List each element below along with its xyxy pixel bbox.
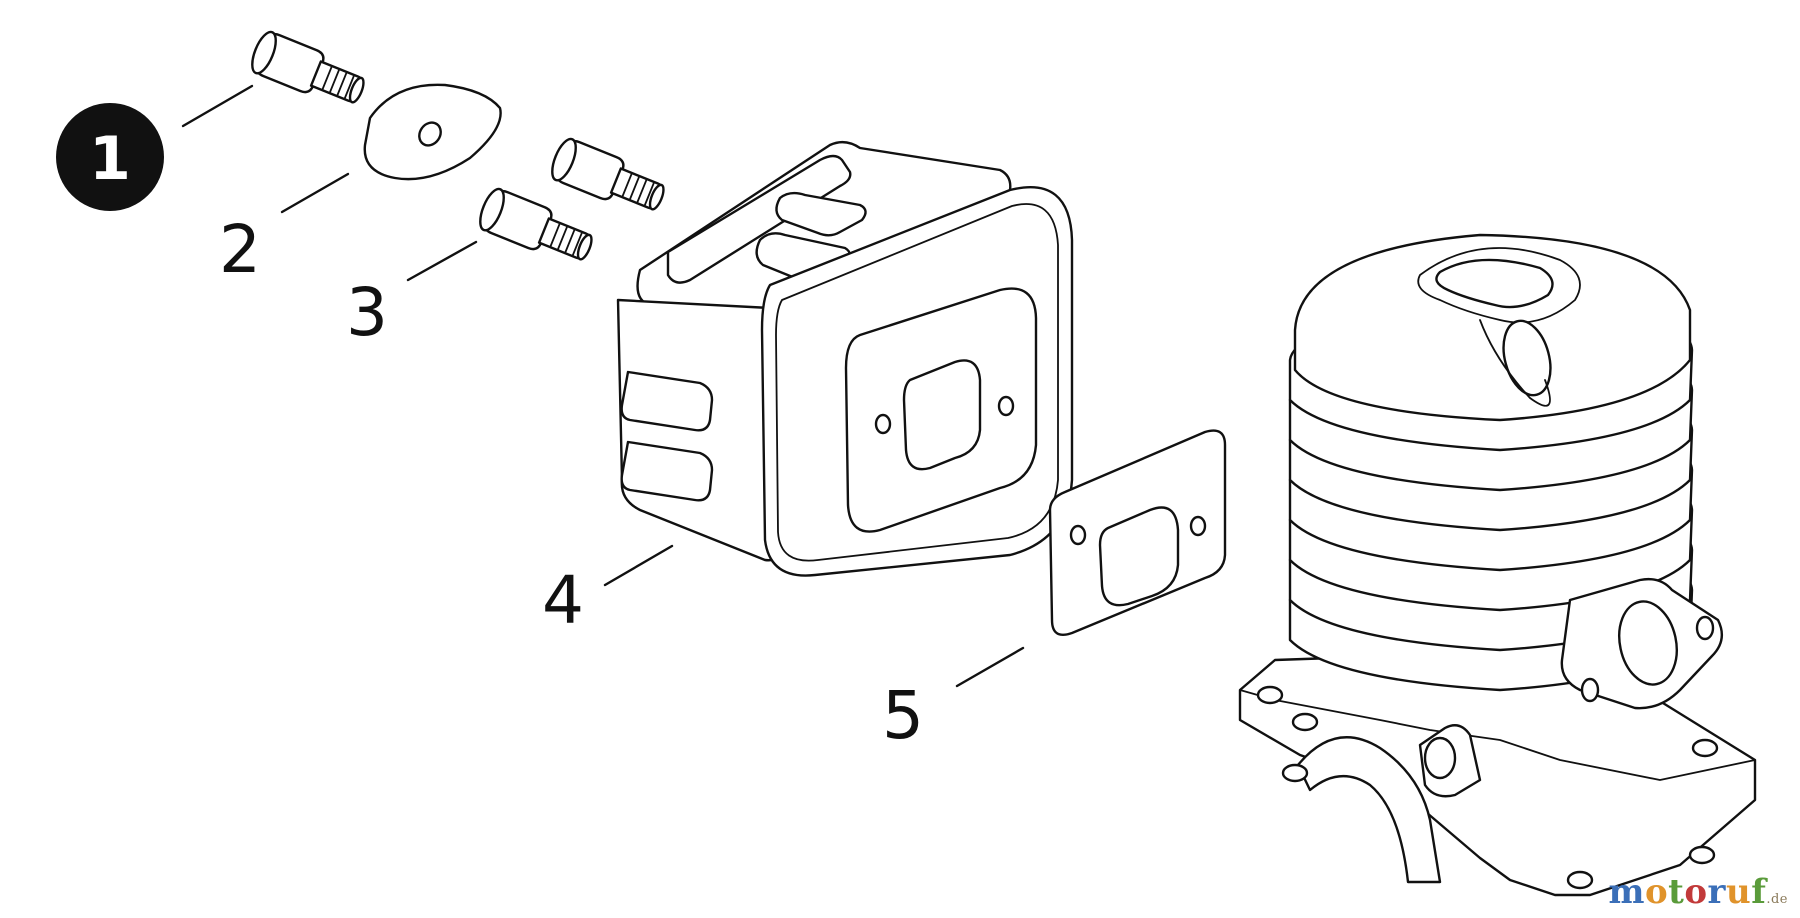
- watermark-letter: o: [1684, 872, 1708, 912]
- callout-1-number: 1: [89, 124, 131, 194]
- callout-3[interactable]: 3: [346, 240, 478, 351]
- callout-1[interactable]: 1: [56, 84, 254, 211]
- leader-line-1: [181, 84, 254, 128]
- callout-1-badge: [56, 103, 164, 211]
- callout-5[interactable]: 5: [882, 646, 1025, 754]
- leader-line-3: [406, 240, 478, 282]
- callout-3-number: 3: [346, 274, 388, 351]
- motoruf-watermark-logo: motoruf.de: [1608, 872, 1788, 912]
- gasket-part-5[interactable]: [1048, 429, 1227, 637]
- watermark-letter: o: [1644, 872, 1669, 912]
- screw-part-1[interactable]: [247, 29, 369, 113]
- callout-5-number: 5: [882, 677, 924, 754]
- leader-line-4: [603, 544, 674, 587]
- callout-4[interactable]: 4: [542, 544, 674, 639]
- callout-4-number: 4: [542, 562, 584, 639]
- cylinder-assembly[interactable]: [1238, 233, 1757, 897]
- leader-line-5: [955, 646, 1025, 688]
- callout-2[interactable]: 2: [219, 172, 350, 288]
- watermark-letter: t: [1668, 872, 1685, 912]
- washer-plate-part-2[interactable]: [363, 83, 502, 181]
- watermark-letter: f: [1751, 872, 1767, 912]
- muffler-part-4[interactable]: [616, 140, 1074, 577]
- watermark-letter: r: [1707, 872, 1726, 912]
- watermark-tld: .de: [1766, 892, 1788, 907]
- watermark-letter: m: [1608, 872, 1645, 912]
- screw-part-3b[interactable]: [475, 186, 597, 270]
- watermark-letter: u: [1725, 872, 1752, 912]
- leader-line-2: [280, 172, 350, 214]
- screw-part-3a[interactable]: [547, 136, 669, 220]
- callout-2-number: 2: [219, 211, 261, 288]
